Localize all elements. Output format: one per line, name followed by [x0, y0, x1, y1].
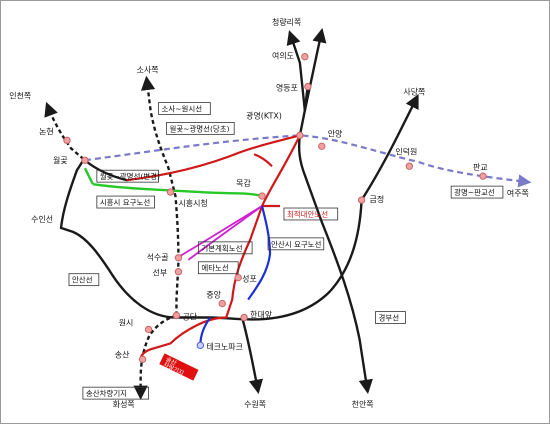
eta-line — [187, 205, 263, 261]
label-hwaseong-dir: 화성쪽 — [113, 400, 135, 409]
black-lines — [59, 28, 419, 394]
box-wolgot-gwangmyeong-current: 월곶~광명선(당초) — [170, 123, 230, 133]
label-gongdan: 공단 — [182, 311, 197, 321]
wonsi-hwaseong-line — [133, 314, 177, 400]
line4-to-sadang — [360, 93, 419, 202]
basic-plan-line — [179, 205, 263, 257]
box-sosa-wonsi: 소사~원시선 — [162, 104, 203, 113]
magenta-lines — [179, 205, 263, 261]
songsan-depot: 송산차량기지 — [159, 353, 199, 381]
station-geumjeong — [357, 196, 366, 204]
station-mokgam — [258, 192, 266, 200]
sosa-wonsi-line — [140, 75, 180, 316]
label-anyang: 안양 — [328, 128, 343, 138]
green-lines — [83, 167, 263, 198]
label-pangyo: 판교 — [473, 163, 488, 172]
station-gongdan — [172, 311, 181, 320]
label-wolgot: 월곶 — [53, 155, 68, 165]
box-ansanseon: 안산선 — [72, 275, 93, 285]
red-lines — [126, 134, 301, 360]
stations — [63, 53, 487, 363]
boxed-labels — [68, 102, 504, 400]
dashed-black-lines — [44, 75, 180, 400]
label-sadang-dir: 사당쪽 — [403, 87, 425, 97]
station-indeogwon — [405, 162, 414, 170]
label-nonhyeon: 논현 — [39, 127, 54, 136]
station-pangyo — [479, 172, 487, 180]
box-gyeongbuseon: 경부선 — [379, 312, 400, 322]
wolgot-pangyo-line — [84, 134, 532, 188]
red-optimal — [253, 153, 280, 208]
box-eta: 에타노선 — [201, 264, 229, 273]
label-cheonan-dir: 천안쪽 — [352, 399, 374, 409]
station-wolgot — [81, 156, 89, 164]
place-labels: 청량리쪽 소사쪽 인천쪽 사당쪽 여주쪽 수원쪽 천안쪽 화성쪽 여의도 영등포… — [9, 17, 529, 409]
label-techno-park: 테크노파크 — [206, 342, 243, 351]
station-seongpo — [234, 274, 242, 282]
station-yeouido — [301, 53, 309, 61]
label-mokgam: 목감 — [236, 178, 251, 188]
box-sihung-request: 시흥시 요구노선 — [100, 197, 151, 207]
box-wolgot-gwangmyeong-changed: 월곶~광명선(변경) — [100, 171, 160, 181]
station-anyang — [318, 142, 326, 150]
label-indeogwon: 인덕원 — [395, 146, 417, 156]
station-handaeap — [240, 313, 248, 322]
station-nonhyeon — [63, 136, 71, 145]
incheon-line — [44, 101, 86, 162]
station-sihung-city-hall — [166, 188, 175, 196]
label-gwangmyeong: 광명(KTX) — [246, 110, 282, 120]
label-handaeap: 한대앞 — [250, 311, 273, 320]
station-yeongdeungpo — [304, 82, 312, 91]
label-yeongdeungpo: 영등포 — [276, 83, 298, 93]
label-seonbu: 선부 — [153, 269, 168, 278]
red-main — [139, 134, 301, 360]
sihung-request-line — [92, 182, 263, 198]
line-to-sadang — [303, 28, 327, 112]
gyeongbu-line — [297, 83, 373, 394]
ansan-request-line — [247, 205, 272, 301]
depot-block — [159, 353, 199, 381]
station-gwangmyeong — [296, 131, 304, 140]
station-techno-park — [196, 341, 205, 350]
box-ansan-request: 안산시 요구노선 — [271, 239, 322, 249]
label-seongpo: 성포 — [242, 275, 257, 284]
red-branch-wolgot — [126, 134, 301, 182]
box-songsan-depot: 송산차량기지 — [86, 388, 127, 398]
station-seonbu — [174, 268, 183, 276]
line-to-suwon — [240, 316, 264, 394]
box-gwangmyeong-pangyo: 광명~판교선 — [454, 187, 495, 197]
label-songsan: 송산 — [115, 349, 130, 359]
label-yeoju-dir: 여주쪽 — [507, 188, 529, 198]
ansan-line — [59, 157, 363, 321]
label-wonsi: 원시 — [119, 318, 134, 327]
station-jungang — [218, 299, 226, 308]
station-wonsi — [144, 325, 153, 334]
label-cheongnyangni: 청량리쪽 — [272, 17, 301, 27]
wolgot-west — [83, 159, 128, 182]
label-suwon-dir: 수원쪽 — [244, 400, 266, 409]
label-sihung-city-hall: 시흥시청 — [178, 198, 207, 208]
label-seoksugol: 석수골 — [147, 252, 169, 262]
label-yeouido: 여의도 — [272, 51, 294, 61]
label-incheon-dir: 인천쪽 — [9, 91, 31, 101]
label-jungang: 중앙 — [206, 290, 221, 300]
green-branch — [83, 167, 94, 185]
label-suinseon: 수인선 — [31, 214, 53, 224]
label-geumjeong: 금정 — [370, 194, 385, 204]
box-basic-plan: 기본계획노선 — [201, 243, 242, 253]
station-songsan — [138, 355, 147, 363]
boxed-label-texts: 소사~원시선 월곶~광명선(당초) 월곶~광명선(변경) 시흥시 요구노선 최적… — [72, 104, 495, 398]
box-optimal-alt: 최적대안노선 — [287, 209, 328, 219]
station-seoksugol — [174, 254, 183, 262]
line-to-cheongnyangni — [286, 30, 307, 112]
label-sosa-dir: 소사쪽 — [137, 66, 159, 75]
